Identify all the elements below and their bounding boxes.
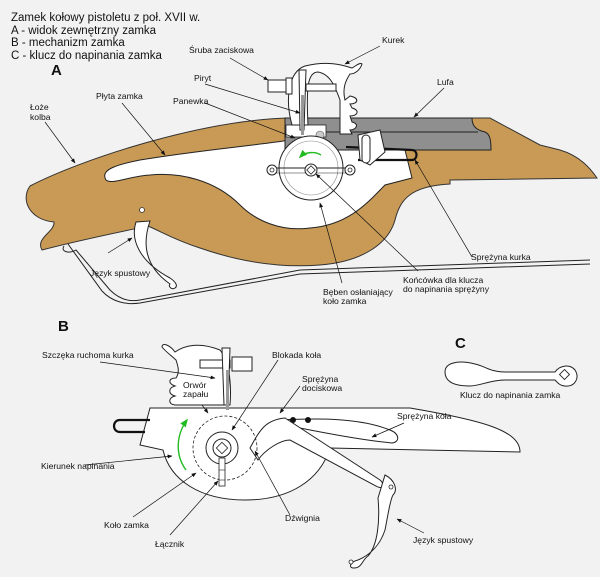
diagram-title: Zamek kołowy pistoletu z poł. XVII w.	[11, 12, 201, 24]
trigger	[133, 220, 177, 290]
label-lever: Dźwignia	[285, 513, 320, 523]
label-chain-link: Łącznik	[155, 539, 185, 549]
label-key-socket-2: do napinania sprężyny	[403, 284, 489, 294]
label-cock-jaw: Szczęka ruchoma kurka	[42, 350, 134, 360]
legend-item-c: C - klucz do napinania zamka	[11, 49, 162, 62]
label-barrel: Lufa	[437, 77, 454, 87]
view-a-drawing	[25, 62, 598, 305]
label-tension-direction: Kierunek napinania	[41, 461, 115, 471]
label-trigger-a: Język spustowy	[90, 268, 151, 278]
trigger-guard	[62, 245, 591, 302]
view-b-leaders	[84, 359, 425, 536]
label-pressure-spring-2: dociskowa	[302, 383, 343, 393]
label-touch-hole-1: Orwór	[183, 380, 207, 390]
label-wheel-spring: Sprężyna koła	[397, 411, 452, 421]
chain-link	[218, 457, 226, 487]
barrel	[284, 117, 492, 151]
legend-item-b: B - mechanizm zamka	[11, 37, 125, 49]
view-b-drawing	[112, 344, 521, 569]
label-touch-hole-2: zapału	[183, 389, 209, 399]
section-label-c: C	[455, 335, 466, 352]
label-trigger-b: Język spustowy	[413, 535, 474, 545]
label-clamp-screw: Śruba zaciskowa	[189, 45, 254, 55]
rotation-arrow-icon	[298, 149, 322, 159]
label-cock: Kurek	[382, 35, 405, 45]
label-drum-1: Bęben osłaniający	[323, 287, 393, 297]
label-wheel-lock: Blokada koła	[272, 350, 322, 360]
section-label-b: B	[58, 318, 69, 335]
label-pressure-spring-1: Sprężyna	[302, 374, 339, 384]
label-pyrite: Piryt	[194, 73, 212, 83]
label-spanner-key: Klucz do napinania zamka	[460, 390, 561, 400]
spanner-key	[444, 361, 578, 387]
label-cock-spring: Sprężyna kurka	[471, 252, 531, 262]
label-lock-plate: Płyta zamka	[96, 91, 143, 101]
label-stock-1: Łoże	[30, 102, 49, 112]
label-lock-wheel: Koło zamka	[104, 520, 149, 530]
label-pan: Panewka	[173, 96, 209, 106]
view-a-leaders	[44, 45, 473, 284]
section-label-a: A	[51, 62, 62, 79]
label-key-socket-1: Końcówka dla klucza	[403, 275, 484, 285]
label-drum-2: koło zamka	[323, 296, 367, 306]
legend: Zamek kołowy pistoletu z poł. XVII w. A …	[11, 12, 200, 62]
legend-item-a: A - widok zewnętrzny zamka	[11, 24, 157, 37]
tension-direction-arrow-icon	[177, 418, 188, 471]
trigger-b	[350, 474, 396, 569]
pyrite	[301, 95, 304, 135]
lock-plate-b	[139, 407, 521, 501]
cock-spring	[345, 145, 418, 162]
label-stock-2: kolba	[30, 112, 51, 122]
